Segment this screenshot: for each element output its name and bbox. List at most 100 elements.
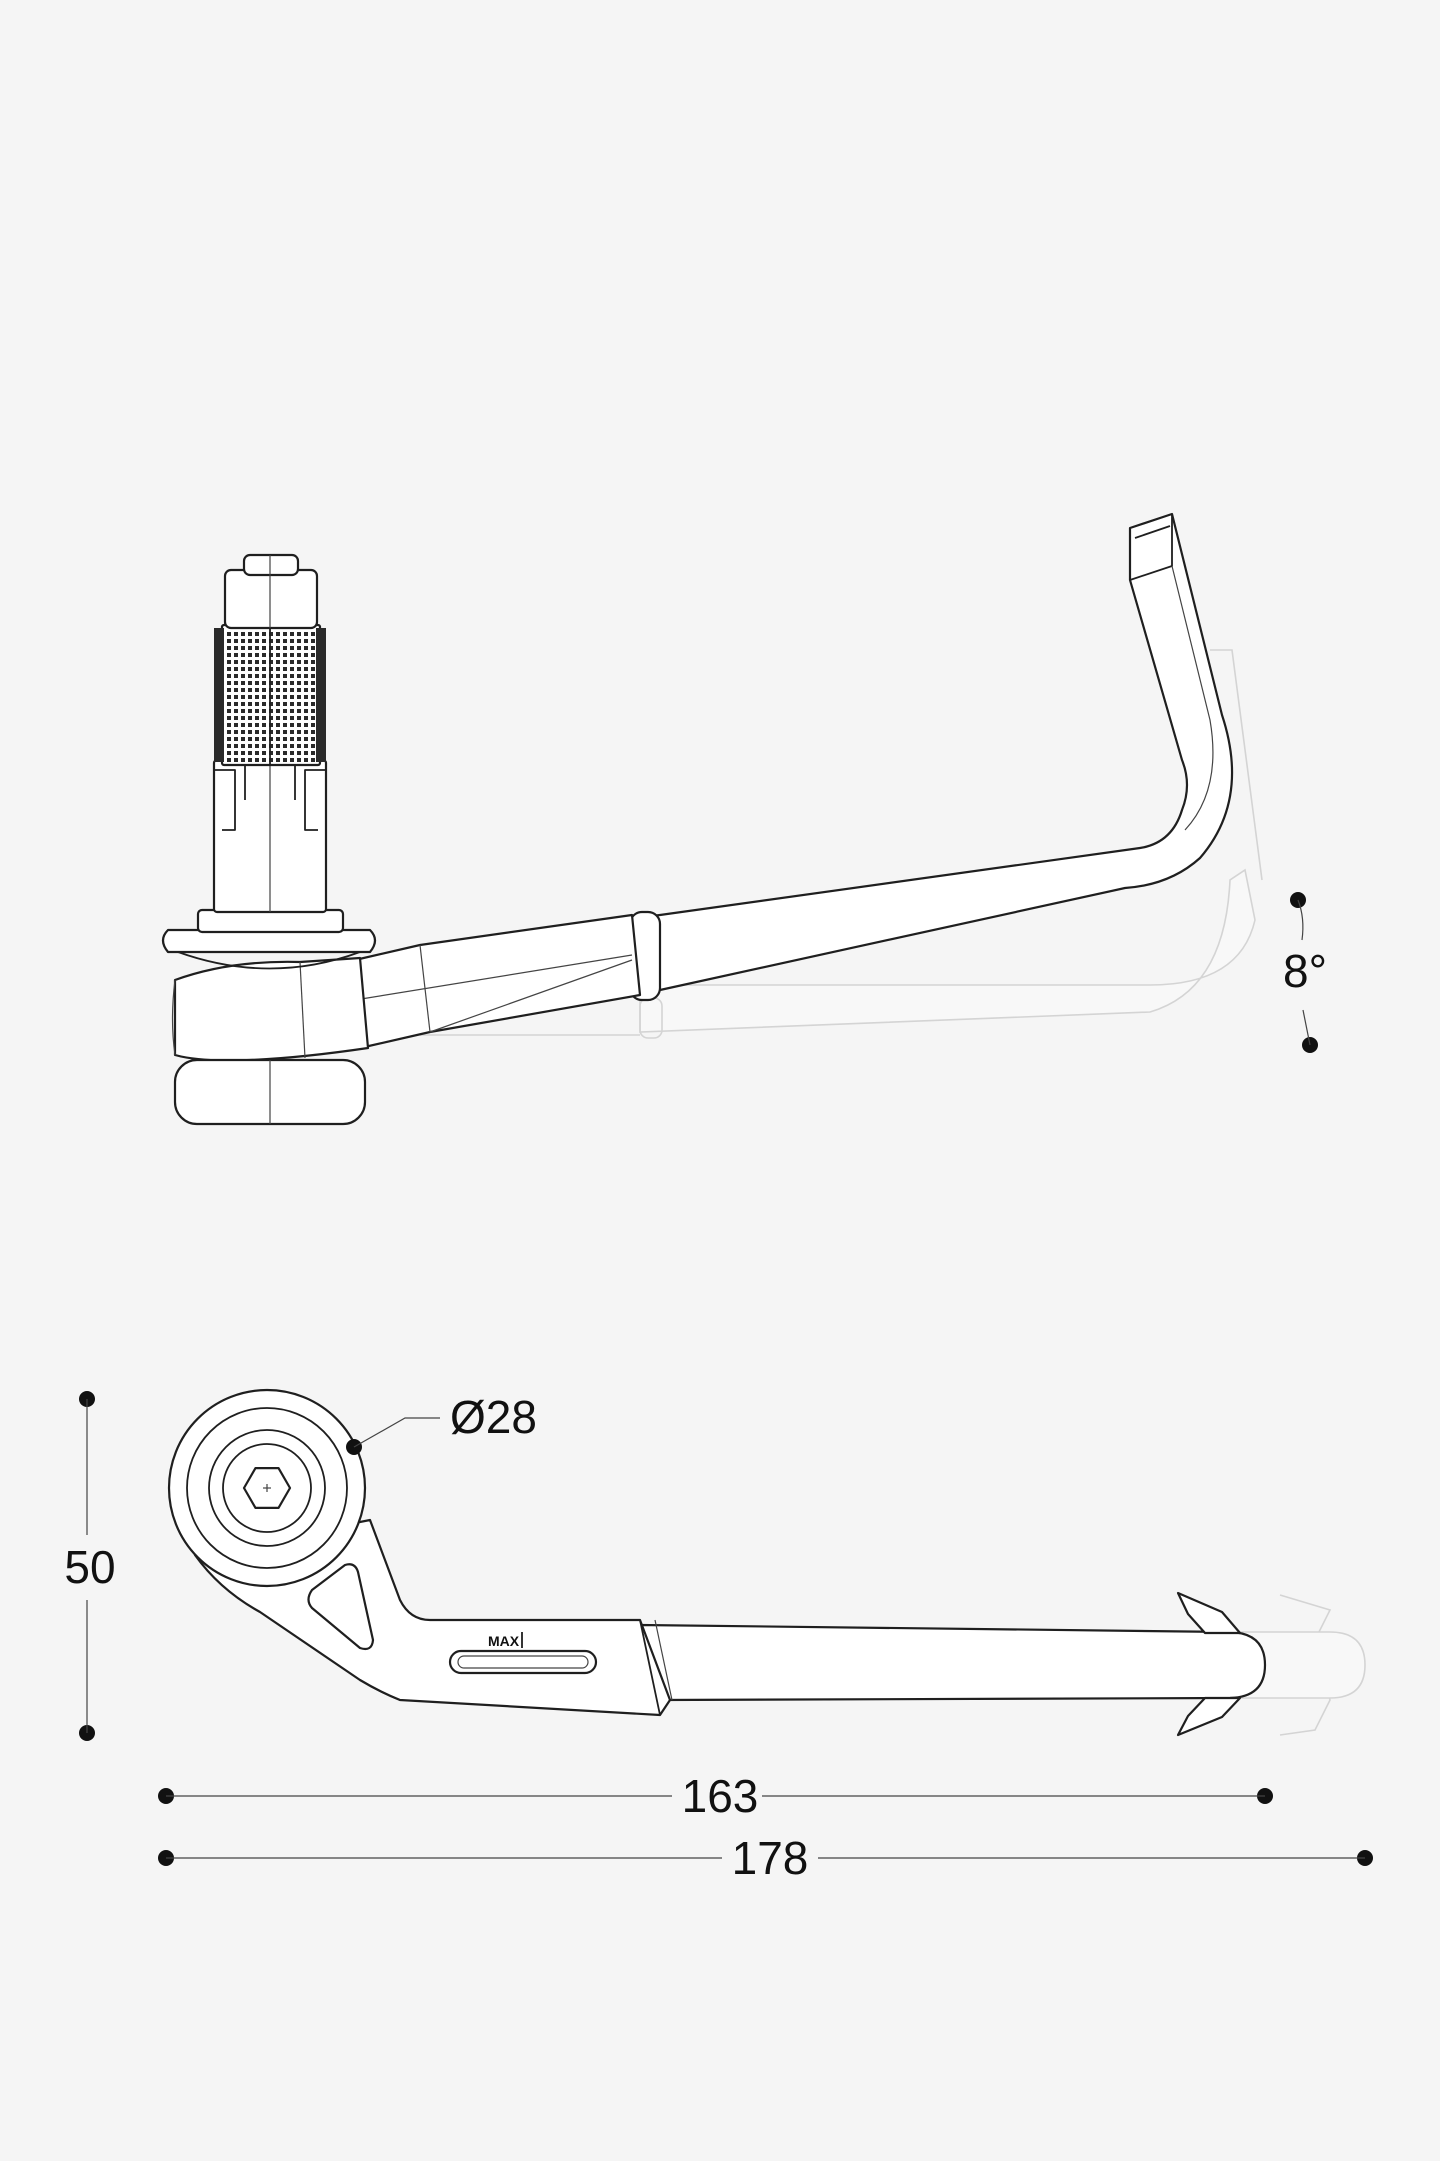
knurl-dot	[276, 660, 280, 664]
knurl-dot	[283, 646, 287, 650]
knurl-dot	[255, 723, 259, 727]
side-view: 8°	[161, 512, 1327, 1126]
knurl-dot	[241, 653, 245, 657]
knurl-dot	[262, 723, 266, 727]
knurl-dot	[248, 702, 252, 706]
knurl-dot	[255, 716, 259, 720]
knurl-dot	[241, 688, 245, 692]
knurl-dot	[283, 730, 287, 734]
knurl-dot	[276, 639, 280, 643]
knurl-dot	[227, 751, 231, 755]
knurl-dot	[311, 716, 315, 720]
knurl-dot	[304, 646, 308, 650]
knurl-dot	[234, 653, 238, 657]
knurl-dot	[290, 758, 294, 762]
knurl-dot	[311, 688, 315, 692]
knurl-dot	[234, 730, 238, 734]
knurl-dot	[269, 688, 273, 692]
knurl-dot	[276, 758, 280, 762]
knurl-dot	[283, 702, 287, 706]
knurl-dot	[269, 653, 273, 657]
knurl-dot	[255, 730, 259, 734]
knurl-dot	[290, 730, 294, 734]
knurl-dot	[241, 632, 245, 636]
knurl-dot	[304, 730, 308, 734]
knurl-dot	[227, 653, 231, 657]
knurl-dot	[304, 695, 308, 699]
lever-tube	[638, 1623, 1267, 1702]
knurl-dot	[255, 681, 259, 685]
knurl-dot	[304, 667, 308, 671]
knurl-dot	[276, 674, 280, 678]
knurl-dot	[283, 681, 287, 685]
knurl-dot	[269, 709, 273, 713]
knurl-dot	[234, 737, 238, 741]
knurl-dot	[227, 702, 231, 706]
knurl-dot	[241, 737, 245, 741]
knurl-dot	[234, 681, 238, 685]
knurl-dot	[227, 681, 231, 685]
knurl-dot	[290, 702, 294, 706]
adjustment-slot	[448, 1649, 598, 1675]
knurl-dot	[227, 639, 231, 643]
knurl-dot	[297, 667, 301, 671]
knurl-dot	[255, 646, 259, 650]
knurl-dot	[227, 646, 231, 650]
knurl-dot	[262, 702, 266, 706]
knurl-dot	[283, 716, 287, 720]
knurl-dot	[304, 639, 308, 643]
knurl-dot	[262, 667, 266, 671]
knurl-dot	[283, 695, 287, 699]
knurl-dot	[234, 723, 238, 727]
knurl-dot	[297, 681, 301, 685]
knurl-dot	[269, 702, 273, 706]
tapered-link	[353, 913, 642, 1050]
knurl-dot	[234, 639, 238, 643]
flange-washer	[161, 928, 377, 954]
knurl-dot	[234, 758, 238, 762]
knurl-dot	[276, 723, 280, 727]
diameter-dimension: Ø28	[346, 1391, 537, 1455]
knurl-dot	[283, 758, 287, 762]
knurl-dot	[241, 702, 245, 706]
knurl-dot	[276, 737, 280, 741]
tip-fin-lower	[1176, 1696, 1242, 1737]
knurl-dot	[262, 632, 266, 636]
knurl-dot	[234, 674, 238, 678]
max-mark-label: MAX	[488, 1633, 520, 1649]
knurl-dot	[248, 660, 252, 664]
knurl-dot	[262, 758, 266, 762]
knurl-dot	[248, 737, 252, 741]
knurl-dot	[290, 709, 294, 713]
knurled-expander	[214, 623, 326, 767]
knurl-dot	[283, 632, 287, 636]
knurl-dot	[241, 723, 245, 727]
knurl-dot	[255, 674, 259, 678]
knurl-dot	[290, 653, 294, 657]
knurl-dot	[276, 667, 280, 671]
knurl-dot	[269, 660, 273, 664]
knurl-dot	[304, 660, 308, 664]
knurl-dot	[255, 688, 259, 692]
knurl-dot	[269, 639, 273, 643]
knurl-dot	[311, 751, 315, 755]
knurl-dot	[276, 702, 280, 706]
knurl-dot	[248, 653, 252, 657]
knurl-dot	[290, 751, 294, 755]
knurl-dot	[255, 744, 259, 748]
knurl-dot	[283, 667, 287, 671]
knurl-dot	[297, 653, 301, 657]
knurl-dot	[290, 744, 294, 748]
knurl-dot	[227, 737, 231, 741]
knurl-dot	[248, 688, 252, 692]
knurl-dot	[241, 660, 245, 664]
knurl-dot	[311, 639, 315, 643]
knurl-dot	[248, 681, 252, 685]
knurl-dot	[297, 744, 301, 748]
knurl-dot	[262, 695, 266, 699]
lever-arm	[634, 512, 1234, 997]
knurl-dot	[241, 744, 245, 748]
knurl-dot	[311, 653, 315, 657]
knurl-dot	[283, 751, 287, 755]
